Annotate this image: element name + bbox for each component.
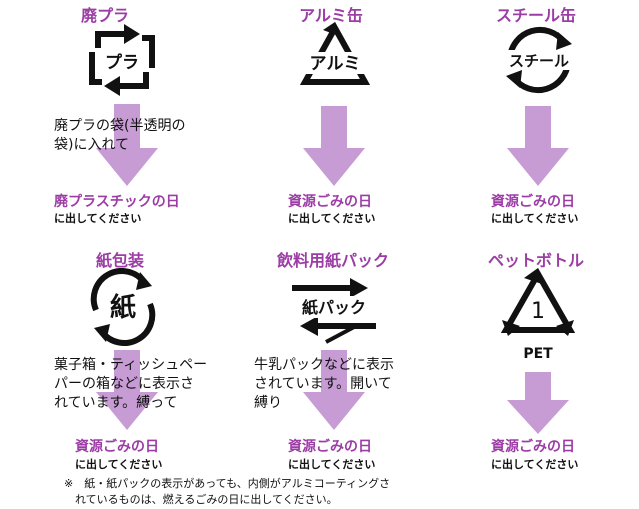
sub-haipura: に出してください xyxy=(54,212,142,225)
mark-text: 1 xyxy=(531,299,545,324)
day-steel: 資源ごみの日 xyxy=(491,194,575,210)
sub-steel: に出してください xyxy=(491,212,579,225)
day-paper-pack: 資源ごみの日 xyxy=(288,439,372,455)
desc-paper-pack: 牛乳パックなどに表示 されています。開いて 縛り xyxy=(254,357,394,411)
footnote: ※ 紙・紙パックの表示があっても、内側がアルミコーティングさ れているものは、燃… xyxy=(64,477,391,506)
sub-aluminum: に出してください xyxy=(288,212,376,225)
day-pet: 資源ごみの日 xyxy=(491,439,575,455)
title-steel: スチール缶 xyxy=(495,6,576,25)
title-aluminum: アルミ缶 xyxy=(299,6,363,25)
down-arrow-icon xyxy=(96,104,158,186)
down-arrow-icon xyxy=(507,372,569,434)
recycle-paper-pack-icon: 紙パック xyxy=(290,278,378,344)
recycle-plastic-icon: プラ xyxy=(89,24,155,96)
down-arrow-icon xyxy=(303,350,365,430)
mark-text: スチール xyxy=(509,52,569,70)
mark-text: プラ xyxy=(105,52,139,73)
mark-text: 紙 xyxy=(110,292,136,323)
recycle-steel-icon: スチール xyxy=(502,26,576,94)
down-arrow-icon xyxy=(507,106,569,186)
sub-paper-pack: に出してください xyxy=(288,458,376,471)
title-pet: ペットボトル xyxy=(487,251,584,270)
recycle-aluminum-icon: アルミ xyxy=(299,22,371,85)
title-haipura: 廃プラ xyxy=(80,6,129,25)
pet-label: PET xyxy=(523,346,553,362)
sub-paper: に出してください xyxy=(75,458,163,471)
title-paper: 紙包装 xyxy=(95,251,144,270)
desc-paper: 菓子箱・ティッシュペー パーの箱などに表示さ れています。縛って xyxy=(54,357,208,411)
title-paper-pack: 飲料用紙パック xyxy=(276,251,389,270)
down-arrow-icon xyxy=(303,106,365,186)
mark-text: 紙パック xyxy=(302,298,366,317)
day-haipura: 廃プラスチックの日 xyxy=(54,194,180,210)
recycle-pet-icon: 1 xyxy=(500,268,576,336)
day-paper: 資源ごみの日 xyxy=(75,439,159,455)
day-aluminum: 資源ごみの日 xyxy=(288,194,372,210)
sub-pet: に出してください xyxy=(491,458,579,471)
down-arrow-icon xyxy=(96,350,158,430)
recycle-paper-icon: 紙 xyxy=(90,268,156,346)
mark-text: アルミ xyxy=(310,54,361,74)
desc-haipura: 廃プラの袋(半透明の 袋)に入れて xyxy=(54,118,186,153)
